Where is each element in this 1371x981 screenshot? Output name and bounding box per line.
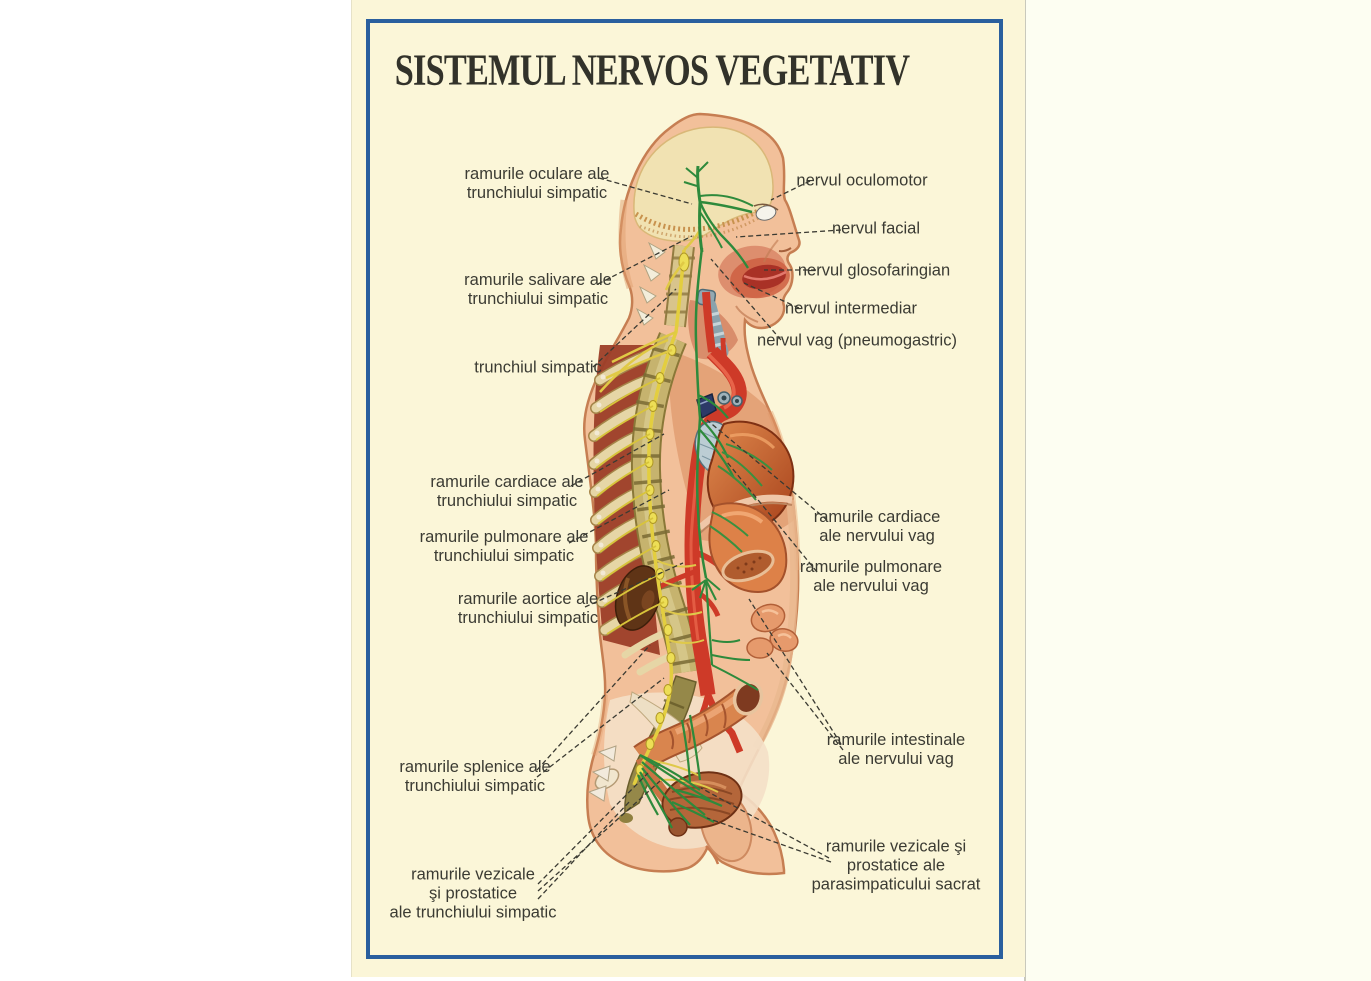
label-ramuri-vezicale-simpatic: ramurile vezicale şi prostatice ale trun… — [389, 865, 557, 922]
label-ramuri-pulmonare-vag: ramurile pulmonare ale nervului vag — [799, 557, 943, 595]
label-nervul-oculomotor: nervul oculomotor — [796, 171, 928, 190]
pelvic-nerves — [636, 714, 723, 829]
label-nervul-intermediar: nervul intermediar — [784, 299, 918, 318]
label-ramuri-salivare-simpatic: ramurile salivare ale trunchiului simpat… — [464, 270, 612, 308]
label-nervul-vag: nervul vag (pneumogastric) — [757, 331, 957, 350]
label-nervul-glosofaringian: nervul glosofaringian — [797, 261, 951, 280]
eye — [755, 205, 777, 221]
label-ramuri-intestinale-vag: ramurile intestinale ale nervului vag — [826, 730, 966, 768]
poster-border — [366, 19, 1003, 959]
label-ramuri-oculare-simpatic: ramurile oculare ale trunchiului simpati… — [464, 164, 610, 202]
label-ramuri-pulmonare-simpatic: ramurile pulmonare ale trunchiului simpa… — [419, 527, 589, 565]
label-ramuri-splenice-simpatic: ramurile splenice ale trunchiului simpat… — [399, 757, 551, 795]
label-nervul-facial: nervul facial — [831, 219, 921, 238]
poster-title: SISTEMUL NERVOS VEGETATIV — [394, 45, 910, 95]
bladder-prostate — [661, 771, 743, 837]
stomach — [708, 502, 788, 594]
scan-edge-margin — [1024, 0, 1371, 981]
label-ramuri-aortice-simpatic: ramurile aortice ale trunchiului simpati… — [457, 589, 599, 627]
label-ramuri-cardiace-simpatic: ramurile cardiace ale trunchiului simpat… — [430, 472, 584, 510]
sympathetic-trunk-nerves — [595, 229, 719, 793]
vagus-nerves — [683, 161, 773, 691]
leader-lines — [536, 177, 844, 900]
label-ramuri-vezicale-parasimpatic: ramurile vezicale şi prostatice ale para… — [811, 837, 981, 894]
label-trunchiul-simpatic: trunchiul simpatic — [474, 358, 602, 377]
face-details — [718, 203, 792, 323]
label-ramuri-cardiace-vag: ramurile cardiace ale nervului vag — [813, 507, 941, 545]
